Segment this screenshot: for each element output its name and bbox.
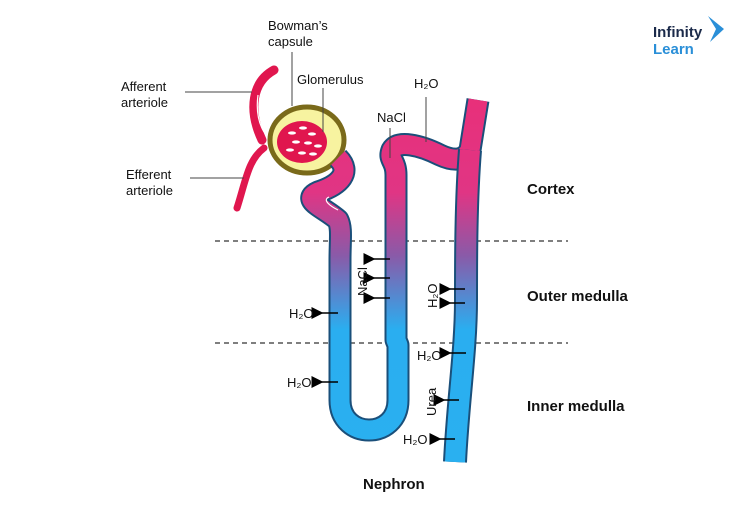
descending-h2o-outer-label: H₂O bbox=[289, 306, 314, 321]
logo-chevron-icon bbox=[708, 16, 724, 42]
glomerulus-shape bbox=[277, 121, 327, 163]
duct-h2o-boundary-label: H₂O bbox=[417, 348, 442, 363]
nephron-tubule bbox=[300, 98, 490, 463]
afferent-arteriole-label-2: arteriole bbox=[121, 95, 168, 110]
infinity-learn-logo: Infinity Learn bbox=[653, 16, 724, 58]
afferent-arteriole-vessel bbox=[249, 65, 279, 145]
efferent-arteriole-label-1: Efferent bbox=[126, 167, 172, 182]
logo-line-2: Learn bbox=[653, 41, 694, 58]
leader-lines bbox=[185, 52, 427, 179]
zone-outer-medulla-label: Outer medulla bbox=[527, 288, 629, 305]
duct-urea-label: Urea bbox=[424, 387, 439, 416]
bowmans-capsule-label-1: Bowman’s bbox=[268, 18, 328, 33]
zone-inner-medulla-label: Inner medulla bbox=[527, 398, 625, 415]
ascending-nacl-label: NaCl bbox=[355, 267, 370, 296]
transport-arrows bbox=[311, 253, 466, 445]
efferent-arteriole-vessel bbox=[233, 144, 268, 212]
duct-h2o-outer-label: H₂O bbox=[425, 283, 440, 308]
diagram-caption: Nephron bbox=[363, 476, 425, 493]
dct-h2o-label: H₂O bbox=[414, 76, 439, 91]
bowmans-capsule-label-2: capsule bbox=[268, 34, 313, 49]
efferent-arteriole-label-2: arteriole bbox=[126, 183, 173, 198]
descending-h2o-inner-label: H₂O bbox=[287, 375, 312, 390]
glomerulus-label: Glomerulus bbox=[297, 72, 364, 87]
logo-line-1: Infinity bbox=[653, 24, 703, 41]
dct-nacl-label: NaCl bbox=[377, 110, 406, 125]
duct-h2o-inner-label: H₂O bbox=[403, 432, 428, 447]
afferent-arteriole-label-1: Afferent bbox=[121, 79, 167, 94]
zone-cortex-label: Cortex bbox=[527, 181, 575, 198]
